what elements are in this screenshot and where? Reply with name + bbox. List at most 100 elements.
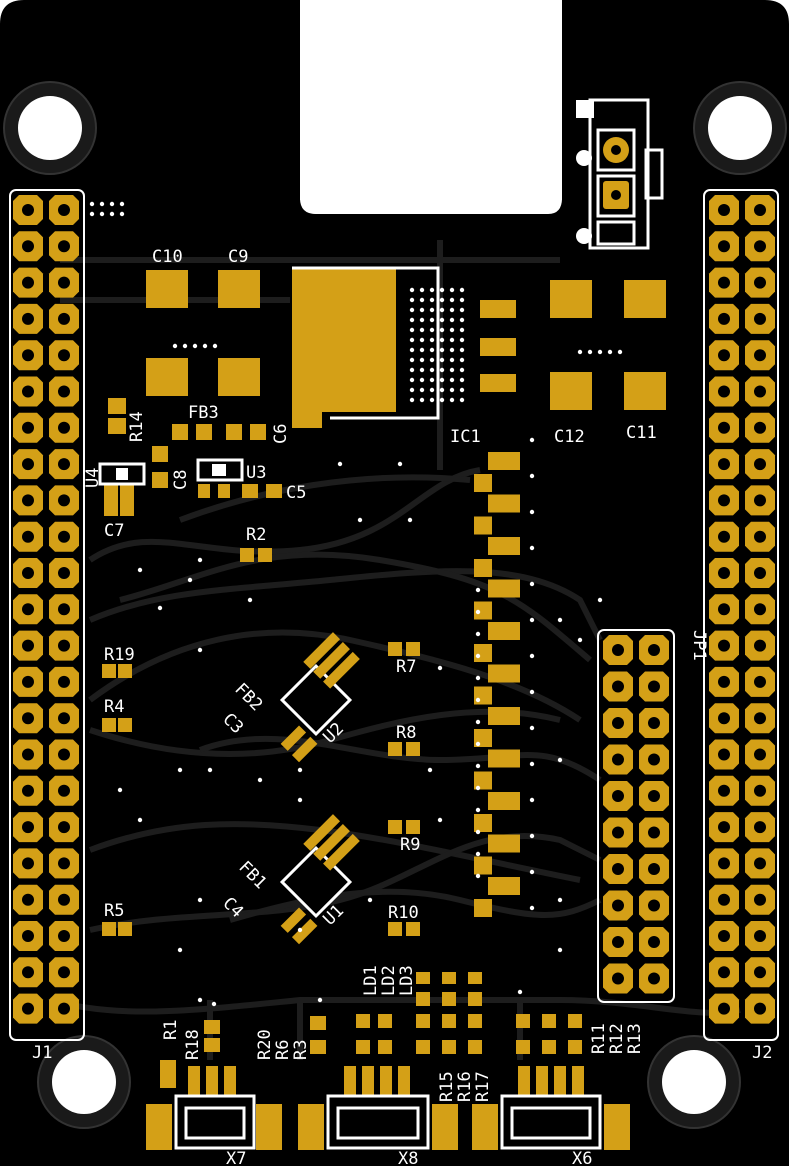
via-119	[187, 577, 193, 583]
via-45	[439, 357, 445, 363]
via-30	[409, 337, 415, 343]
via-82	[529, 797, 535, 803]
via-28	[449, 327, 455, 333]
via-79	[529, 689, 535, 695]
via-95	[475, 785, 481, 791]
via-71	[459, 397, 465, 403]
board-corner-tl	[0, 0, 24, 24]
hdr-J2-pad-12-b-hole	[754, 639, 766, 652]
ic-pin-right-5	[488, 664, 520, 683]
hdr-J1-pad-14-a-hole	[22, 712, 34, 725]
via-35	[459, 337, 465, 343]
hdr-J2-pad-17-b-hole	[754, 821, 766, 834]
hdr-J1-pad-5-a-hole	[22, 385, 34, 398]
label-r7: R7	[396, 657, 416, 677]
hdr-JP1-pad-4-b-hole	[648, 790, 660, 802]
cutout-corner-r	[562, 0, 586, 24]
hdr-J1-pad-1-a-hole	[22, 240, 34, 253]
via-73	[529, 473, 535, 479]
via-12	[409, 307, 415, 313]
hdr-JP1-pad-8-a-hole	[612, 936, 624, 948]
via-113	[99, 211, 105, 217]
hdr-JP1-pad-8-b-hole	[648, 936, 660, 948]
label-r9: R9	[400, 835, 420, 855]
via-0	[409, 287, 415, 293]
via-144	[367, 897, 373, 903]
hdr-J2-pad-20-b-hole	[754, 930, 766, 942]
via-149	[317, 997, 323, 1003]
via-70	[449, 397, 455, 403]
cutout-corner-l	[276, 0, 300, 24]
hdr-J1-pad-9-a-hole	[22, 530, 34, 543]
label-r20: R20	[255, 1029, 275, 1060]
via-18	[409, 317, 415, 323]
via-127	[437, 817, 443, 823]
via-140	[197, 557, 203, 563]
via-46	[449, 357, 455, 363]
u3-pad	[212, 464, 226, 476]
via-141	[247, 597, 253, 603]
ic-pin-left-2	[474, 559, 492, 577]
hdr-J2-pad-21-a-hole	[718, 966, 730, 979]
hdr-J1-pad-3-a-hole	[22, 312, 34, 325]
via-9	[439, 297, 445, 303]
via-31	[419, 337, 425, 343]
via-13	[419, 307, 425, 313]
hdr-J1-pad-10-a-hole	[22, 567, 34, 579]
ic-pin-left-0	[474, 474, 492, 492]
hdr-J1-pad-21-a-hole	[22, 966, 34, 979]
via-16	[449, 307, 455, 313]
via-102	[192, 343, 198, 349]
hdr-J2-pad-8-a-hole	[718, 494, 730, 507]
hdr-J1-pad-17-a-hole	[22, 821, 34, 834]
ic-pin-left-7	[474, 771, 492, 790]
via-66	[409, 397, 415, 403]
via-105	[577, 349, 583, 355]
hdr-J1-pad-8-b-hole	[58, 494, 70, 507]
via-41	[459, 347, 465, 353]
via-76	[529, 581, 535, 587]
label-x7: X7	[226, 1149, 246, 1166]
via-49	[419, 367, 425, 373]
label-r15: R15	[437, 1071, 457, 1102]
via-2	[429, 287, 435, 293]
via-142	[137, 567, 143, 573]
hdr-J2-pad-4-a-hole	[718, 349, 730, 362]
via-4	[449, 287, 455, 293]
via-131	[407, 517, 413, 523]
hdr-J1-pad-20-b-hole	[58, 930, 70, 942]
ic-pin-right-9	[488, 834, 520, 853]
hdr-J1-pad-11-a-hole	[22, 603, 34, 616]
via-83	[529, 833, 535, 839]
hdr-J2-pad-4-b-hole	[754, 349, 766, 362]
hdr-J2-pad-9-a-hole	[718, 530, 730, 543]
via-121	[177, 767, 183, 773]
via-93	[475, 741, 481, 747]
hdr-J1-pad-13-a-hole	[22, 675, 34, 688]
via-139	[557, 947, 563, 953]
hdr-J1-pad-12-a-hole	[22, 639, 34, 652]
via-146	[137, 817, 143, 823]
label-r19: R19	[104, 645, 135, 665]
via-103	[202, 343, 208, 349]
label-x8: X8	[398, 1149, 418, 1166]
via-115	[109, 211, 115, 217]
hdr-JP1-pad-9-b-hole	[648, 972, 660, 985]
via-136	[557, 757, 563, 763]
label-r4: R4	[104, 697, 124, 717]
via-50	[429, 367, 435, 373]
hdr-J2-pad-2-a-hole	[718, 276, 730, 289]
hdr-J2-pad-1-a-hole	[718, 240, 730, 253]
hdr-JP1-pad-0-a-hole	[612, 644, 624, 656]
u2-chip	[279, 632, 360, 763]
via-138	[557, 897, 563, 903]
ic1-regulator	[292, 266, 516, 428]
hdr-J2-pad-11-a-hole	[718, 603, 730, 616]
via-26	[429, 327, 435, 333]
u1-chip	[279, 814, 360, 945]
via-122	[207, 767, 213, 773]
hdr-J2-pad-7-a-hole	[718, 458, 730, 471]
via-44	[429, 357, 435, 363]
via-63	[439, 387, 445, 393]
